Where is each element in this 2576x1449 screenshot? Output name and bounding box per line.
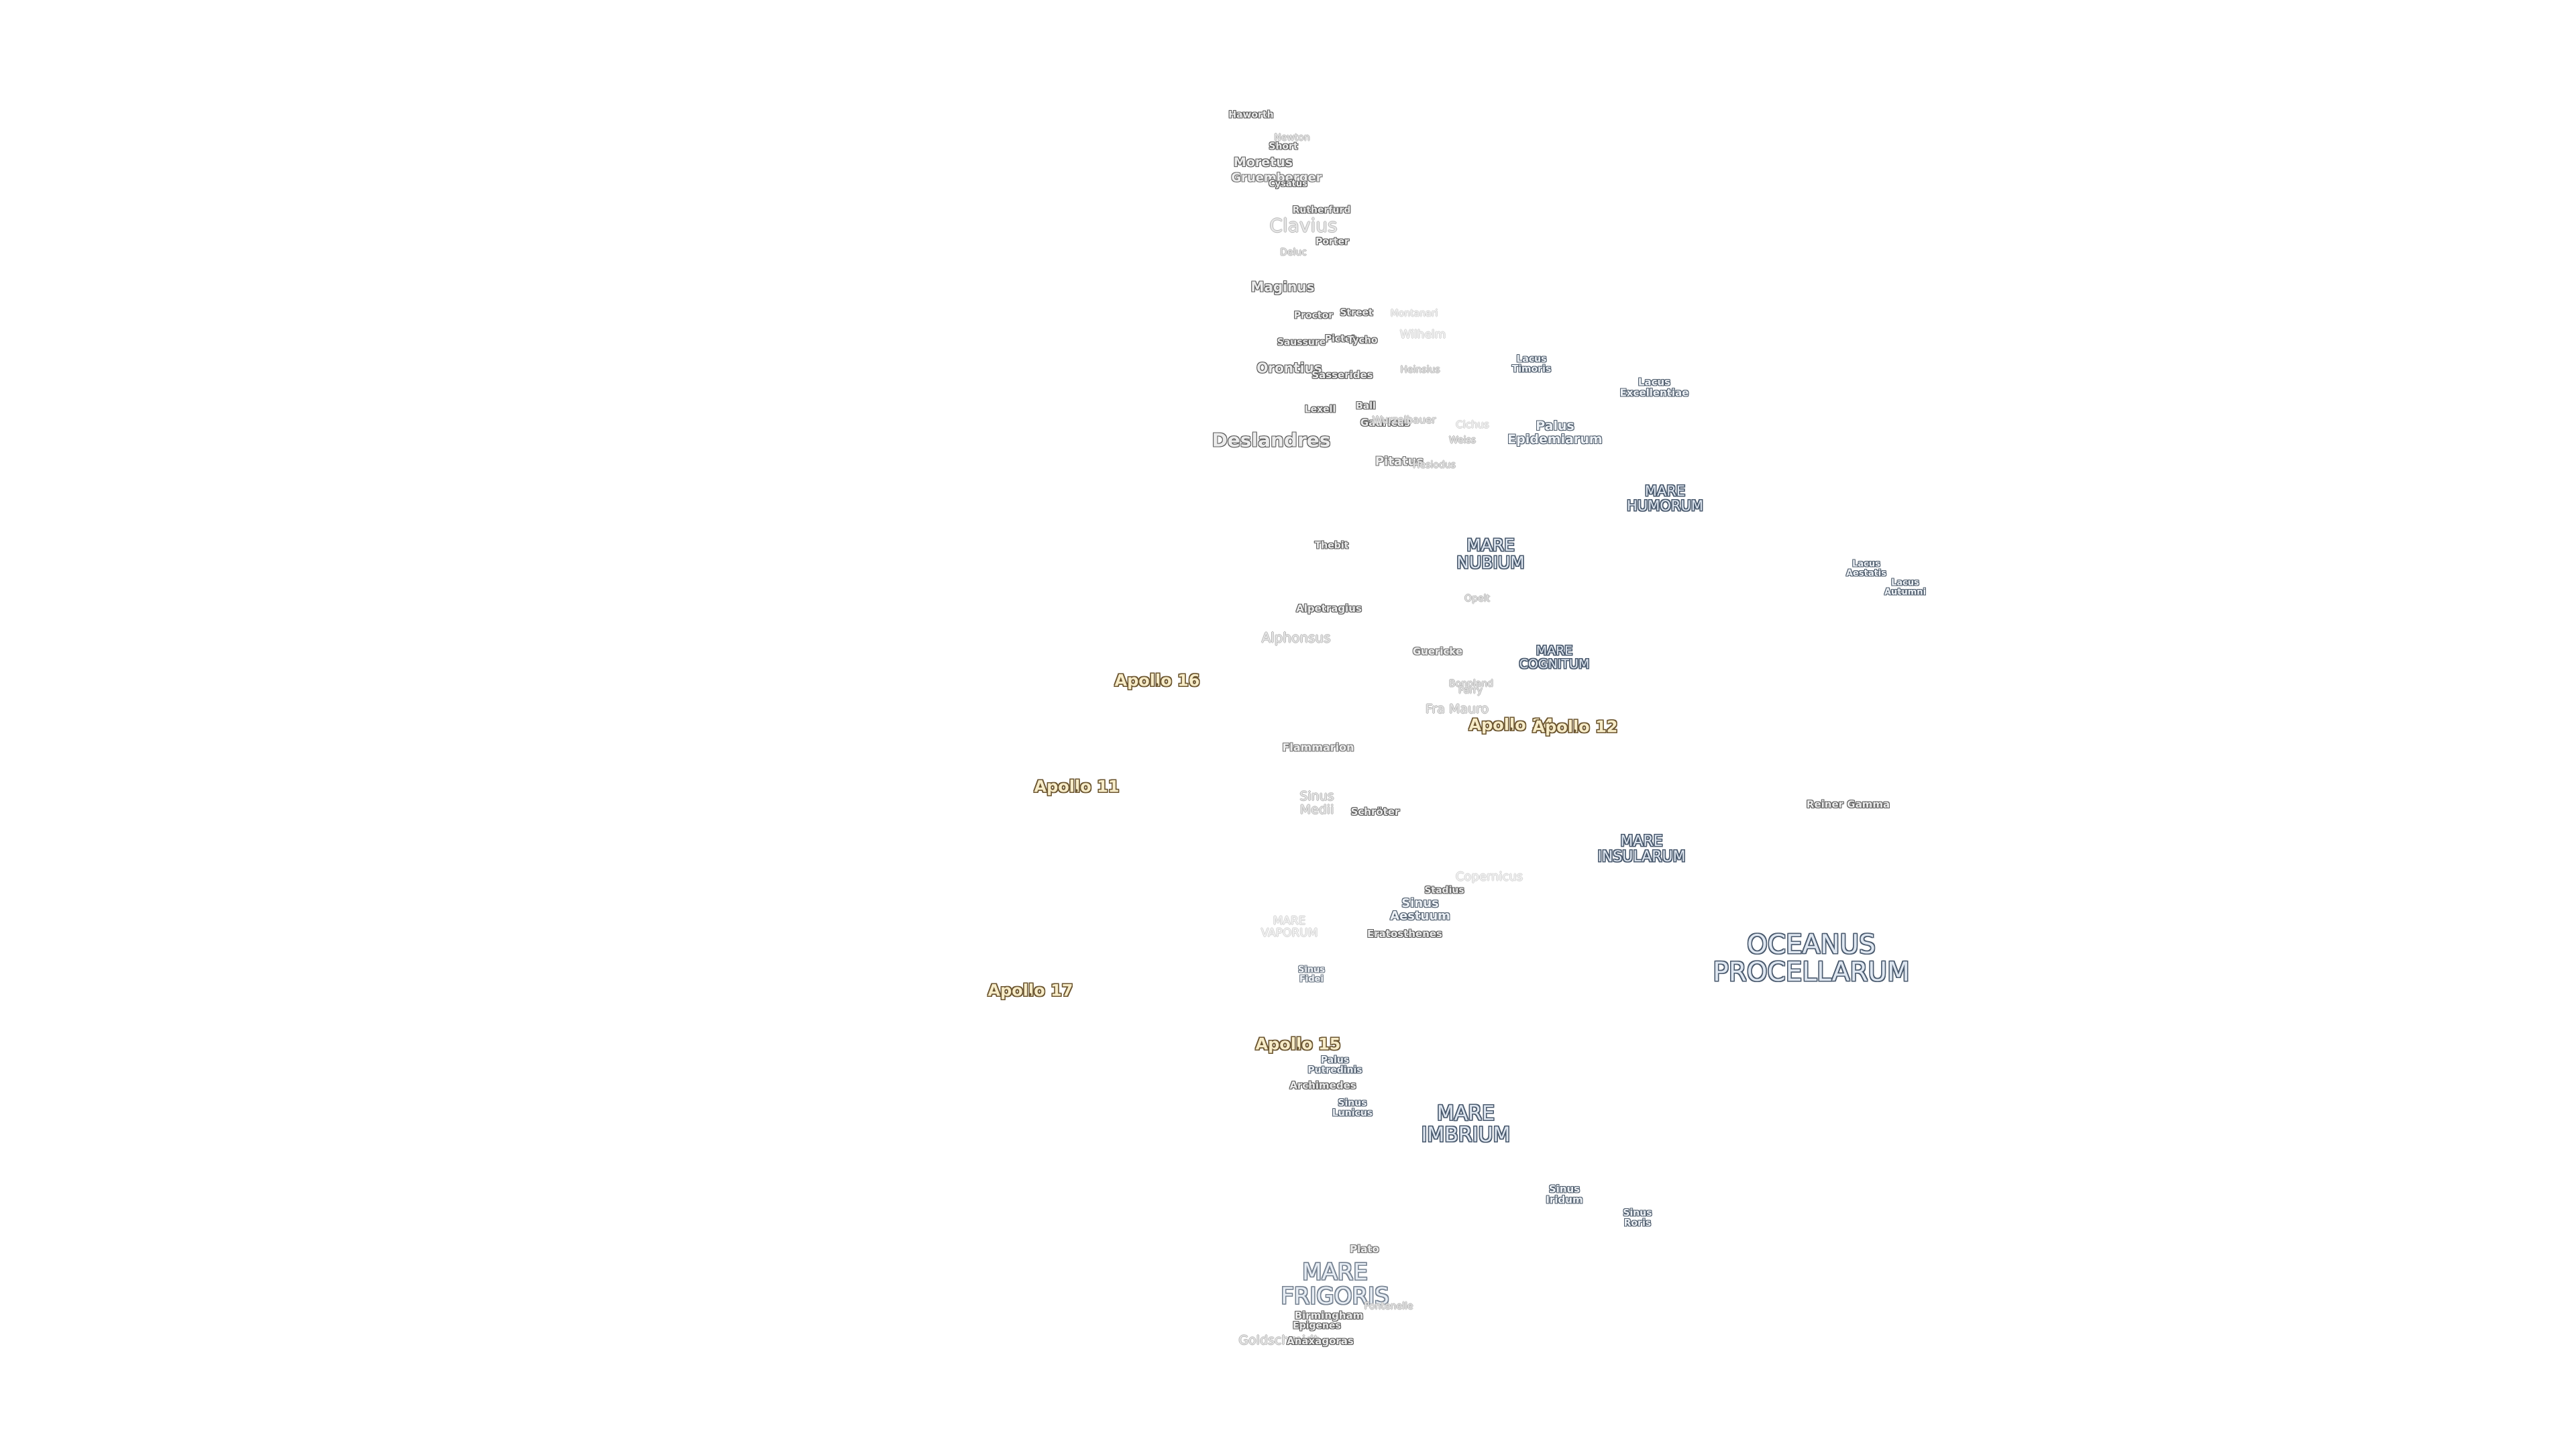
archimedes-label: Archimedes — [1289, 1079, 1356, 1092]
tycho-label: Tycho — [1347, 335, 1378, 346]
copernicus-label: Copernicus — [1455, 869, 1523, 884]
apollo-17-label: Apollo 17 — [987, 981, 1073, 1000]
saussure-label: Saussure — [1277, 337, 1326, 348]
sasserides-label: Sasserides — [1311, 369, 1373, 382]
deslandres-label: Deslandres — [1212, 429, 1331, 451]
eratosthenes-label: Eratosthenes — [1367, 928, 1442, 941]
palus-epidemiarum-label: Palus Epidemiarum — [1507, 419, 1603, 447]
cysatus-label: Cysatus — [1269, 179, 1307, 190]
apollo-15-label: Apollo 15 — [1255, 1034, 1341, 1054]
sinus-iridum-label: Sinus Iridum — [1546, 1183, 1583, 1205]
alphonsus-label: Alphonsus — [1261, 629, 1331, 646]
apollo-12-label: Apollo 12 — [1532, 717, 1618, 737]
newton-label: Newton — [1274, 132, 1310, 144]
clavius-label: Clavius — [1269, 214, 1338, 237]
haworth-label: Haworth — [1228, 109, 1274, 121]
wilhelm-label: Wilhelm — [1399, 328, 1446, 342]
mare-vaporum-label: MARE VAPORUM — [1260, 914, 1318, 940]
mare-cognitum-label: MARE COGNITUM — [1519, 643, 1590, 672]
oceanus-procellarum-label: OCEANUS PROCELLARUM — [1713, 930, 1910, 987]
gruemberger-label: Gruemberger — [1231, 170, 1322, 185]
mare-nubium-label: MARE NUBIUM — [1456, 535, 1525, 572]
heinsius-label: Heinsius — [1400, 364, 1440, 376]
lexell-label: Lexell — [1304, 404, 1336, 415]
mare-insularum-label: MARE INSULARUM — [1597, 833, 1686, 865]
lacus-aestatis-label: Lacus Aestatis — [1845, 559, 1887, 578]
alpetragius-label: Alpetragius — [1296, 602, 1362, 615]
lacus-autumni-label: Lacus Autumni — [1884, 578, 1927, 597]
thebit-label: Thebit — [1314, 540, 1349, 551]
lacus-excellentiae-label: Lacus Excellentiae — [1619, 376, 1689, 398]
sinus-aestuum-label: Sinus Aestuum — [1390, 896, 1450, 923]
street-label: Street — [1340, 307, 1373, 319]
sinus-roris-label: Sinus Roris — [1623, 1208, 1652, 1228]
mare-imbrium-label: MARE IMBRIUM — [1421, 1102, 1511, 1146]
anaxagoras-label: Anaxagoras — [1287, 1335, 1354, 1348]
goldschmidt-label: Goldschmidt — [1238, 1333, 1319, 1348]
porter-label: Porter — [1316, 236, 1349, 248]
short-label: Short — [1269, 141, 1298, 152]
fontenelle-label: Fontenelle — [1364, 1301, 1413, 1312]
fra-mauro-label: Fra Mauro — [1425, 702, 1489, 717]
sinus-fidei-label: Sinus Fidei — [1297, 965, 1326, 984]
pictet-label: Pictet — [1324, 333, 1356, 345]
mare-frigoris-label: MARE FRIGORIS — [1281, 1258, 1389, 1309]
wurzelbauer-label: Wurzelbauer — [1372, 414, 1436, 427]
gauricus-label: Gauricus — [1360, 417, 1411, 429]
cichus-label: Cichus — [1456, 419, 1489, 431]
palus-putredinis-label: Palus Putredinis — [1307, 1055, 1362, 1075]
ball-label: Ball — [1356, 400, 1376, 412]
moretus-label: Moretus — [1233, 155, 1293, 170]
deluc-label: Deluc — [1280, 247, 1307, 258]
birmingham-label: Birmingham — [1294, 1309, 1364, 1322]
weiss-label: Weiss — [1448, 435, 1477, 446]
opelt-label: Opelt — [1464, 593, 1490, 604]
proctor-label: Proctor — [1293, 310, 1334, 321]
sinus-lunicus-label: Sinus Lunicus — [1332, 1097, 1373, 1118]
sinus-medii-label: Sinus Medii — [1299, 789, 1334, 817]
mare-humorum-label: MARE HUMORUM — [1627, 482, 1703, 514]
lacus-timoris-label: Lacus Timoris — [1511, 354, 1552, 374]
maginus-label: Maginus — [1250, 278, 1315, 295]
apollo-16-label: Apollo 16 — [1114, 671, 1200, 690]
stadius-label: Stadius — [1424, 885, 1464, 896]
schroter-label: Schröter — [1350, 806, 1400, 818]
reiner-gamma-label: Reiner Gamma — [1806, 798, 1890, 811]
parry-label: Parry — [1458, 685, 1483, 696]
apollo-14-label: Apollo 14 — [1468, 715, 1554, 735]
rutherfurd-label: Rutherfurd — [1292, 205, 1351, 216]
hesiodus-label: Hesiodus — [1413, 460, 1456, 471]
guericke-label: Guericke — [1412, 645, 1463, 658]
orontius-label: Orontius — [1256, 360, 1322, 376]
epigenes-label: Epigenes — [1293, 1320, 1341, 1332]
pitatus-label: Pitatus — [1375, 454, 1424, 469]
apollo-11-label: Apollo 11 — [1034, 777, 1120, 796]
montanari-label: Montanari — [1390, 308, 1438, 319]
bonpland-label: Bonpland — [1448, 678, 1494, 690]
flammarion-label: Flammarion — [1282, 741, 1354, 754]
plato-label: Plato — [1350, 1243, 1379, 1256]
